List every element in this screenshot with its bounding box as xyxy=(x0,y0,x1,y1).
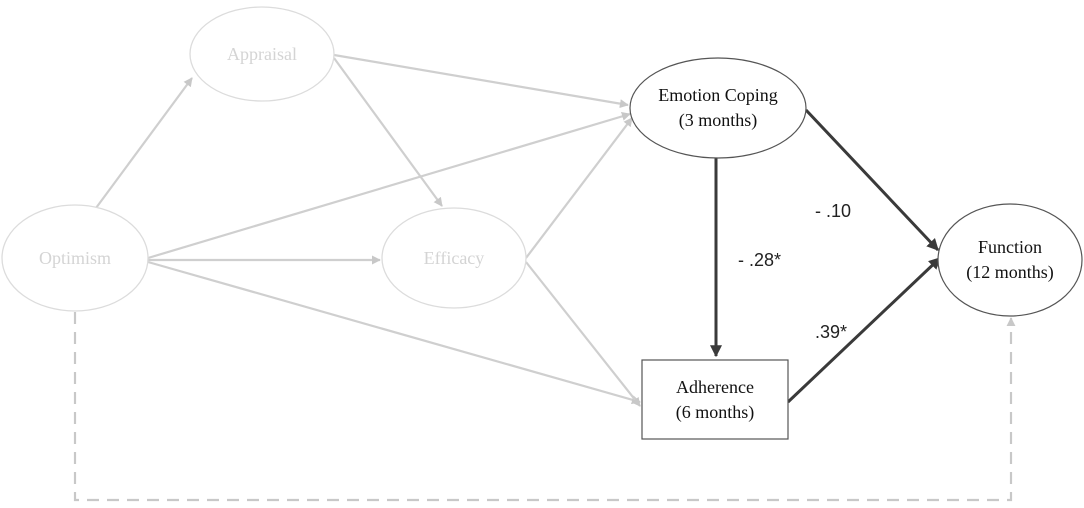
path-optimism-adherence xyxy=(147,260,641,405)
faded-paths xyxy=(95,53,641,407)
path-optimism-appraisal xyxy=(95,77,193,209)
path-appraisal-emotion-coping xyxy=(333,53,629,109)
path-appraisal-efficacy xyxy=(333,57,443,207)
adherence-sublabel: (6 months) xyxy=(676,402,755,423)
node-function: Function (12 months) xyxy=(937,203,1083,317)
path-efficacy-adherence xyxy=(525,261,641,407)
node-emotion-coping: Emotion Coping (3 months) xyxy=(629,57,807,159)
coef-emotion-to-adherence: - .28* xyxy=(738,250,781,270)
optimism-label: Optimism xyxy=(39,248,111,268)
node-appraisal: Appraisal xyxy=(189,6,335,102)
highlighted-paths xyxy=(710,108,942,404)
path-efficacy-emotion-coping xyxy=(525,117,633,259)
node-adherence: Adherence (6 months) xyxy=(641,359,789,440)
path-optimism-function-dashed xyxy=(73,312,1016,502)
appraisal-label: Appraisal xyxy=(227,44,297,64)
node-efficacy: Efficacy xyxy=(381,207,527,309)
function-label: Function xyxy=(978,237,1042,257)
adherence-label: Adherence xyxy=(676,377,754,397)
function-sublabel: (12 months) xyxy=(966,262,1054,283)
node-optimism: Optimism xyxy=(1,204,149,312)
path-optimism-emotion-coping xyxy=(147,112,631,260)
efficacy-label: Efficacy xyxy=(424,248,485,268)
path-emotion-coping-function xyxy=(804,108,940,252)
path-adherence-function xyxy=(786,256,942,404)
coef-emotion-to-function: - .10 xyxy=(815,201,851,221)
emotion-coping-label: Emotion Coping xyxy=(658,85,778,105)
emotion-coping-sublabel: (3 months) xyxy=(679,110,758,131)
coef-adherence-to-function: .39* xyxy=(815,322,847,342)
